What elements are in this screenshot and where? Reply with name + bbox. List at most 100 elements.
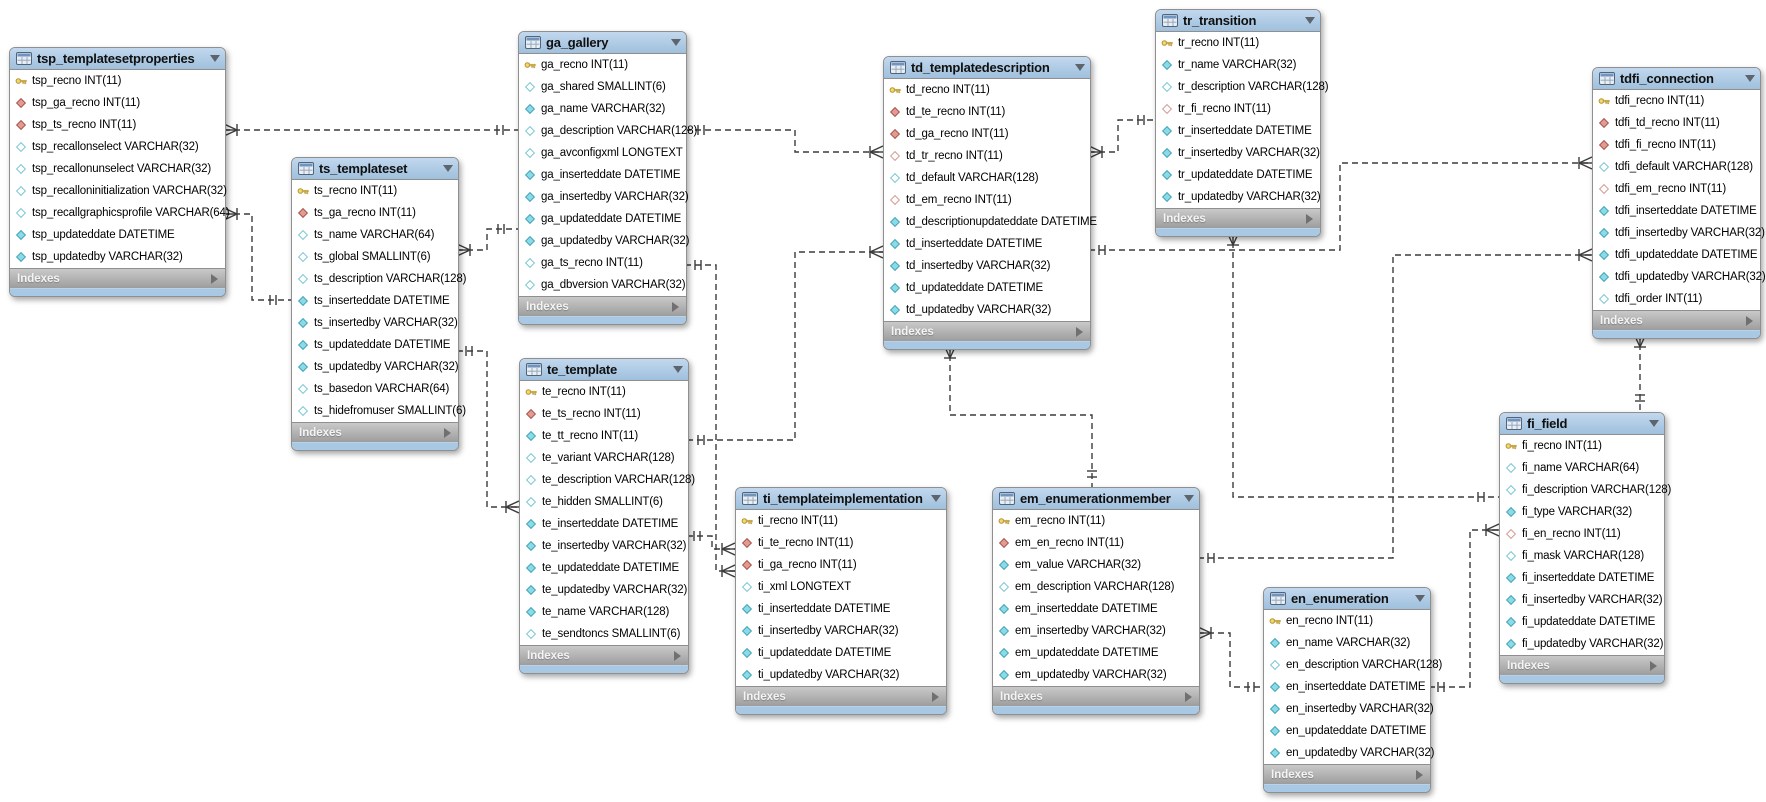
column-row[interactable]: ti_inserteddate DATETIME [736, 598, 946, 620]
column-row[interactable]: tdfi_em_recno INT(11) [1593, 178, 1760, 200]
column-row[interactable]: tsp_ts_recno INT(11) [10, 114, 225, 136]
relationship-tdfi_em_recno[interactable] [1198, 248, 1593, 563]
column-row[interactable]: ts_hidefromuser SMALLINT(6) [292, 400, 466, 422]
collapse-arrow-icon[interactable] [1305, 17, 1315, 24]
column-row[interactable]: tr_updatedby VARCHAR(32) [1156, 186, 1321, 208]
expand-arrow-icon[interactable] [1746, 315, 1753, 326]
column-row[interactable]: te_name VARCHAR(128) [520, 601, 688, 623]
column-row[interactable]: tr_name VARCHAR(32) [1156, 54, 1320, 76]
column-row[interactable]: en_inserteddate DATETIME [1264, 676, 1430, 698]
column-row[interactable]: em_inserteddate DATETIME [993, 598, 1199, 620]
table-header[interactable]: ts_templateset [292, 158, 458, 180]
column-row[interactable]: ts_global SMALLINT(6) [292, 246, 458, 268]
column-row[interactable]: tdfi_recno INT(11) [1593, 90, 1760, 112]
table-header[interactable]: tr_transition [1156, 10, 1320, 32]
column-row[interactable]: ga_dbversion VARCHAR(32) [519, 274, 686, 296]
column-row[interactable]: em_updateddate DATETIME [993, 642, 1199, 664]
column-row[interactable]: tsp_updatedby VARCHAR(32) [10, 246, 225, 268]
relationship-te_ts_recno[interactable] [457, 346, 520, 514]
column-row[interactable]: te_hidden SMALLINT(6) [520, 491, 688, 513]
column-row[interactable]: te_sendtoncs SMALLINT(6) [520, 623, 688, 645]
column-row[interactable]: fi_inserteddate DATETIME [1500, 567, 1664, 589]
table-header[interactable]: tsp_templatesetproperties [10, 48, 225, 70]
column-row[interactable]: em_recno INT(11) [993, 510, 1199, 532]
column-row[interactable]: em_value VARCHAR(32) [993, 554, 1199, 576]
column-row[interactable]: ti_updatedby VARCHAR(32) [736, 664, 946, 686]
column-row[interactable]: fi_name VARCHAR(64) [1500, 457, 1664, 479]
column-row[interactable]: ti_updateddate DATETIME [736, 642, 946, 664]
column-row[interactable]: tdfi_updateddate DATETIME [1593, 244, 1760, 266]
column-row[interactable]: td_inserteddate DATETIME [884, 233, 1090, 255]
column-row[interactable]: tdfi_inserteddate DATETIME [1593, 200, 1760, 222]
column-row[interactable]: en_insertedby VARCHAR(32) [1264, 698, 1434, 720]
expand-arrow-icon[interactable] [1650, 660, 1657, 671]
column-row[interactable]: tr_description VARCHAR(128) [1156, 76, 1329, 98]
column-row[interactable]: em_insertedby VARCHAR(32) [993, 620, 1199, 642]
column-row[interactable]: tsp_recallgraphicsprofile VARCHAR(64) [10, 202, 230, 224]
column-row[interactable]: en_updatedby VARCHAR(32) [1264, 742, 1434, 764]
indexes-bar[interactable]: Indexes [1264, 764, 1430, 784]
collapse-arrow-icon[interactable] [1415, 595, 1425, 602]
table-header[interactable]: ti_templateimplementation [736, 488, 946, 510]
column-row[interactable]: ts_insertedby VARCHAR(32) [292, 312, 458, 334]
column-row[interactable]: ts_name VARCHAR(64) [292, 224, 458, 246]
table-header[interactable]: td_templatedescription [884, 57, 1090, 79]
column-row[interactable]: en_updateddate DATETIME [1264, 720, 1430, 742]
column-row[interactable]: tr_inserteddate DATETIME [1156, 120, 1320, 142]
table-header[interactable]: ga_gallery [519, 32, 686, 54]
column-row[interactable]: tsp_recallonunselect VARCHAR(32) [10, 158, 225, 180]
column-row[interactable]: td_updatedby VARCHAR(32) [884, 299, 1090, 321]
indexes-bar[interactable]: Indexes [1156, 208, 1320, 228]
column-row[interactable]: ts_basedon VARCHAR(64) [292, 378, 458, 400]
column-row[interactable]: ga_ts_recno INT(11) [519, 252, 686, 274]
indexes-bar[interactable]: Indexes [993, 686, 1199, 706]
expand-arrow-icon[interactable] [1076, 326, 1083, 337]
column-row[interactable]: td_ga_recno INT(11) [884, 123, 1090, 145]
column-row[interactable]: ga_updateddate DATETIME [519, 208, 686, 230]
indexes-bar[interactable]: Indexes [10, 268, 225, 288]
indexes-bar[interactable]: Indexes [736, 686, 946, 706]
column-row[interactable]: fi_mask VARCHAR(128) [1500, 545, 1664, 567]
relationship-tdfi_fi_recno[interactable] [1633, 333, 1647, 412]
column-row[interactable]: en_recno INT(11) [1264, 610, 1430, 632]
relationship-tdfi_td_recno[interactable] [1089, 156, 1593, 255]
column-row[interactable]: te_insertedby VARCHAR(32) [520, 535, 688, 557]
collapse-arrow-icon[interactable] [210, 55, 220, 62]
table-header[interactable]: en_enumeration [1264, 588, 1430, 610]
column-row[interactable]: te_ts_recno INT(11) [520, 403, 688, 425]
column-row[interactable]: td_tr_recno INT(11) [884, 145, 1090, 167]
expand-arrow-icon[interactable] [1416, 769, 1423, 780]
expand-arrow-icon[interactable] [211, 273, 218, 284]
column-row[interactable]: te_inserteddate DATETIME [520, 513, 688, 535]
relationship-ti_ga_recno[interactable] [685, 260, 736, 578]
column-row[interactable]: tsp_updateddate DATETIME [10, 224, 225, 246]
column-row[interactable]: td_updateddate DATETIME [884, 277, 1090, 299]
column-row[interactable]: te_variant VARCHAR(128) [520, 447, 688, 469]
column-row[interactable]: ts_inserteddate DATETIME [292, 290, 458, 312]
column-row[interactable]: ga_updatedby VARCHAR(32) [519, 230, 689, 252]
collapse-arrow-icon[interactable] [671, 39, 681, 46]
column-row[interactable]: ts_recno INT(11) [292, 180, 458, 202]
relationship-ti_te_recno[interactable] [687, 531, 736, 556]
column-row[interactable]: ga_avconfigxml LONGTEXT [519, 142, 686, 164]
column-row[interactable]: ts_updatedby VARCHAR(32) [292, 356, 459, 378]
column-row[interactable]: fi_insertedby VARCHAR(32) [1500, 589, 1664, 611]
column-row[interactable]: tsp_recalloninitialization VARCHAR(32) [10, 180, 227, 202]
column-row[interactable]: td_descriptionupdateddate DATETIME [884, 211, 1097, 233]
column-row[interactable]: ga_name VARCHAR(32) [519, 98, 686, 120]
relationship-em_en_recno[interactable] [1197, 626, 1263, 692]
column-row[interactable]: ti_te_recno INT(11) [736, 532, 946, 554]
column-row[interactable]: ti_recno INT(11) [736, 510, 946, 532]
expand-arrow-icon[interactable] [674, 650, 681, 661]
column-row[interactable]: tsp_ga_recno INT(11) [10, 92, 225, 114]
column-row[interactable]: fi_en_recno INT(11) [1500, 523, 1664, 545]
column-row[interactable]: fi_recno INT(11) [1500, 435, 1664, 457]
column-row[interactable]: td_default VARCHAR(128) [884, 167, 1090, 189]
column-row[interactable]: tr_insertedby VARCHAR(32) [1156, 142, 1320, 164]
